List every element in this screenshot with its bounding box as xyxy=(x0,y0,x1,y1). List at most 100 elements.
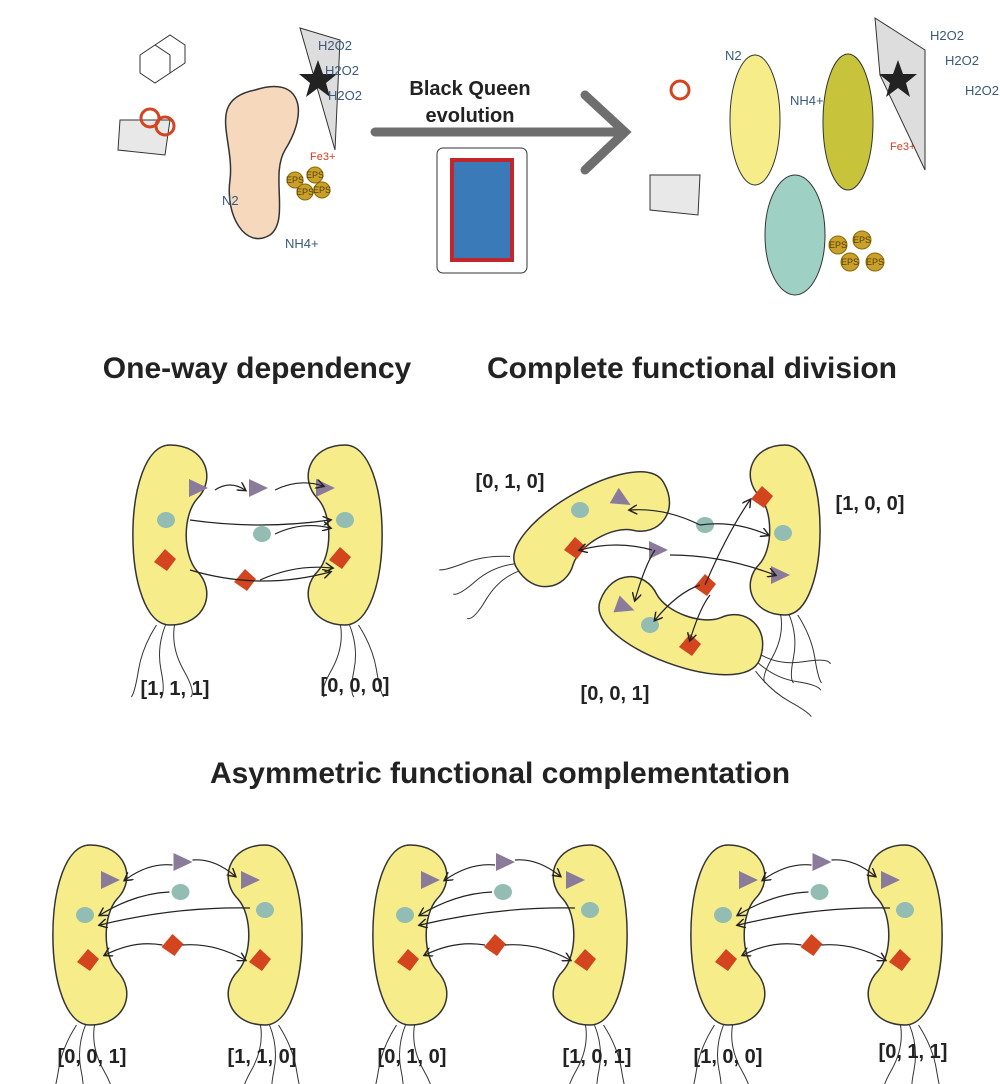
section-title-asymmetric: Asymmetric functional complementation xyxy=(210,757,790,790)
oval-molecule xyxy=(581,902,599,918)
cell-body xyxy=(132,444,208,626)
flagellum xyxy=(569,1024,587,1084)
triangle-molecule xyxy=(496,853,515,871)
diamond-molecule xyxy=(574,949,596,971)
triangle-molecule xyxy=(881,871,900,889)
genotype-label: [0, 1, 0] xyxy=(378,1046,447,1068)
exchange-arrow xyxy=(192,859,236,876)
eps-label: EPS xyxy=(313,185,331,195)
bacterium-cell xyxy=(52,844,128,1084)
nh4-label: NH4+ xyxy=(285,236,319,251)
exchange-arrow xyxy=(125,864,173,880)
oval-molecule xyxy=(157,512,175,528)
n2-label: N2 xyxy=(725,48,742,63)
diamond-molecule xyxy=(161,934,184,956)
diamond-molecule xyxy=(800,934,823,956)
oval-molecule xyxy=(810,884,829,900)
happy-bacterium xyxy=(729,54,781,186)
flagellum xyxy=(884,1024,902,1084)
oval-molecule xyxy=(76,907,94,923)
bacterium-cell xyxy=(867,844,943,1084)
exchange-arrow xyxy=(630,510,701,526)
flagellum xyxy=(788,614,796,684)
exchange-arrow xyxy=(580,545,653,550)
oval-molecule xyxy=(571,502,589,518)
genotype-label: [0, 0, 0] xyxy=(321,675,390,697)
flagellum xyxy=(603,1024,625,1084)
exchange-arrow xyxy=(274,526,330,535)
diamond-molecule xyxy=(397,949,419,971)
flagellum xyxy=(413,1024,431,1084)
eps-label: EPS xyxy=(306,170,324,180)
evolution-arrow xyxy=(370,90,632,175)
eps-label: EPS xyxy=(866,257,884,267)
triangle-molecule xyxy=(189,479,208,497)
arrow-label-line2: evolution xyxy=(426,105,515,127)
oval-molecule xyxy=(896,902,914,918)
triangle-molecule xyxy=(649,541,668,559)
flagellum xyxy=(358,624,385,698)
exchange-arrow xyxy=(189,520,330,525)
bacterium-cell xyxy=(130,444,208,698)
eps-bead xyxy=(306,166,324,184)
flagellum xyxy=(159,624,166,698)
card-face xyxy=(450,158,514,262)
h2o2-label: H2O2 xyxy=(965,83,999,98)
bacterium-cell xyxy=(439,471,671,620)
flagellum xyxy=(244,1024,262,1084)
flagellum xyxy=(755,670,812,717)
exchange-arrow xyxy=(504,944,570,960)
flagellum xyxy=(55,1024,77,1084)
fe-label: Fe3+ xyxy=(890,141,915,153)
flagellum xyxy=(278,1024,300,1084)
exchange-arrow xyxy=(743,943,802,955)
h2o2-label: H2O2 xyxy=(945,53,979,68)
triangle-molecule xyxy=(739,871,758,889)
triangle-molecule xyxy=(566,871,585,889)
exchange-arrow xyxy=(100,907,251,925)
scissors-icon xyxy=(154,115,176,137)
bacterium-cell xyxy=(552,844,628,1084)
cell-body xyxy=(598,575,764,676)
diamond-molecule xyxy=(249,949,271,971)
genotype-label: [0, 1, 1] xyxy=(879,1041,948,1063)
flagellum xyxy=(758,662,822,691)
flagellum xyxy=(322,624,342,698)
genotype-label: [1, 0, 1] xyxy=(563,1046,632,1068)
flagellum xyxy=(693,1024,715,1084)
eps-bead xyxy=(852,230,872,250)
eps-label: EPS xyxy=(841,257,859,267)
oval-molecule xyxy=(714,907,732,923)
nh4-label: NH4+ xyxy=(790,93,824,108)
bacterium-cell xyxy=(690,844,766,1084)
exchange-arrow xyxy=(425,943,486,955)
flagellum xyxy=(349,624,356,698)
flagellum xyxy=(467,570,519,620)
stressed-bacterium xyxy=(224,85,300,240)
flagellum xyxy=(909,1024,916,1084)
exchange-arrow xyxy=(514,859,560,876)
exchange-arrow xyxy=(738,891,809,915)
eps-bead xyxy=(865,252,885,272)
genotype-label: [1, 0, 0] xyxy=(694,1046,763,1068)
aromatic-ring-icon xyxy=(139,34,186,84)
exchange-arrow xyxy=(420,907,576,925)
flagellum xyxy=(375,1024,397,1084)
triangle-molecule xyxy=(812,853,832,871)
flagellum xyxy=(93,1024,111,1084)
triangle-molecule xyxy=(241,871,260,889)
exchange-arrow xyxy=(445,864,496,880)
triangle-molecule xyxy=(173,853,193,871)
diamond-molecule xyxy=(889,949,911,971)
h2o2-label: H2O2 xyxy=(328,88,362,103)
oval-molecule xyxy=(396,907,414,923)
h2o2-label: H2O2 xyxy=(930,28,964,43)
exchange-arrow xyxy=(821,944,886,960)
flagellum xyxy=(399,1024,406,1084)
flagellum xyxy=(918,1024,940,1084)
cleaver-icon xyxy=(649,174,701,216)
flagellum xyxy=(439,555,511,571)
n2-label: N2 xyxy=(222,193,239,208)
happy-bacterium xyxy=(822,53,874,191)
